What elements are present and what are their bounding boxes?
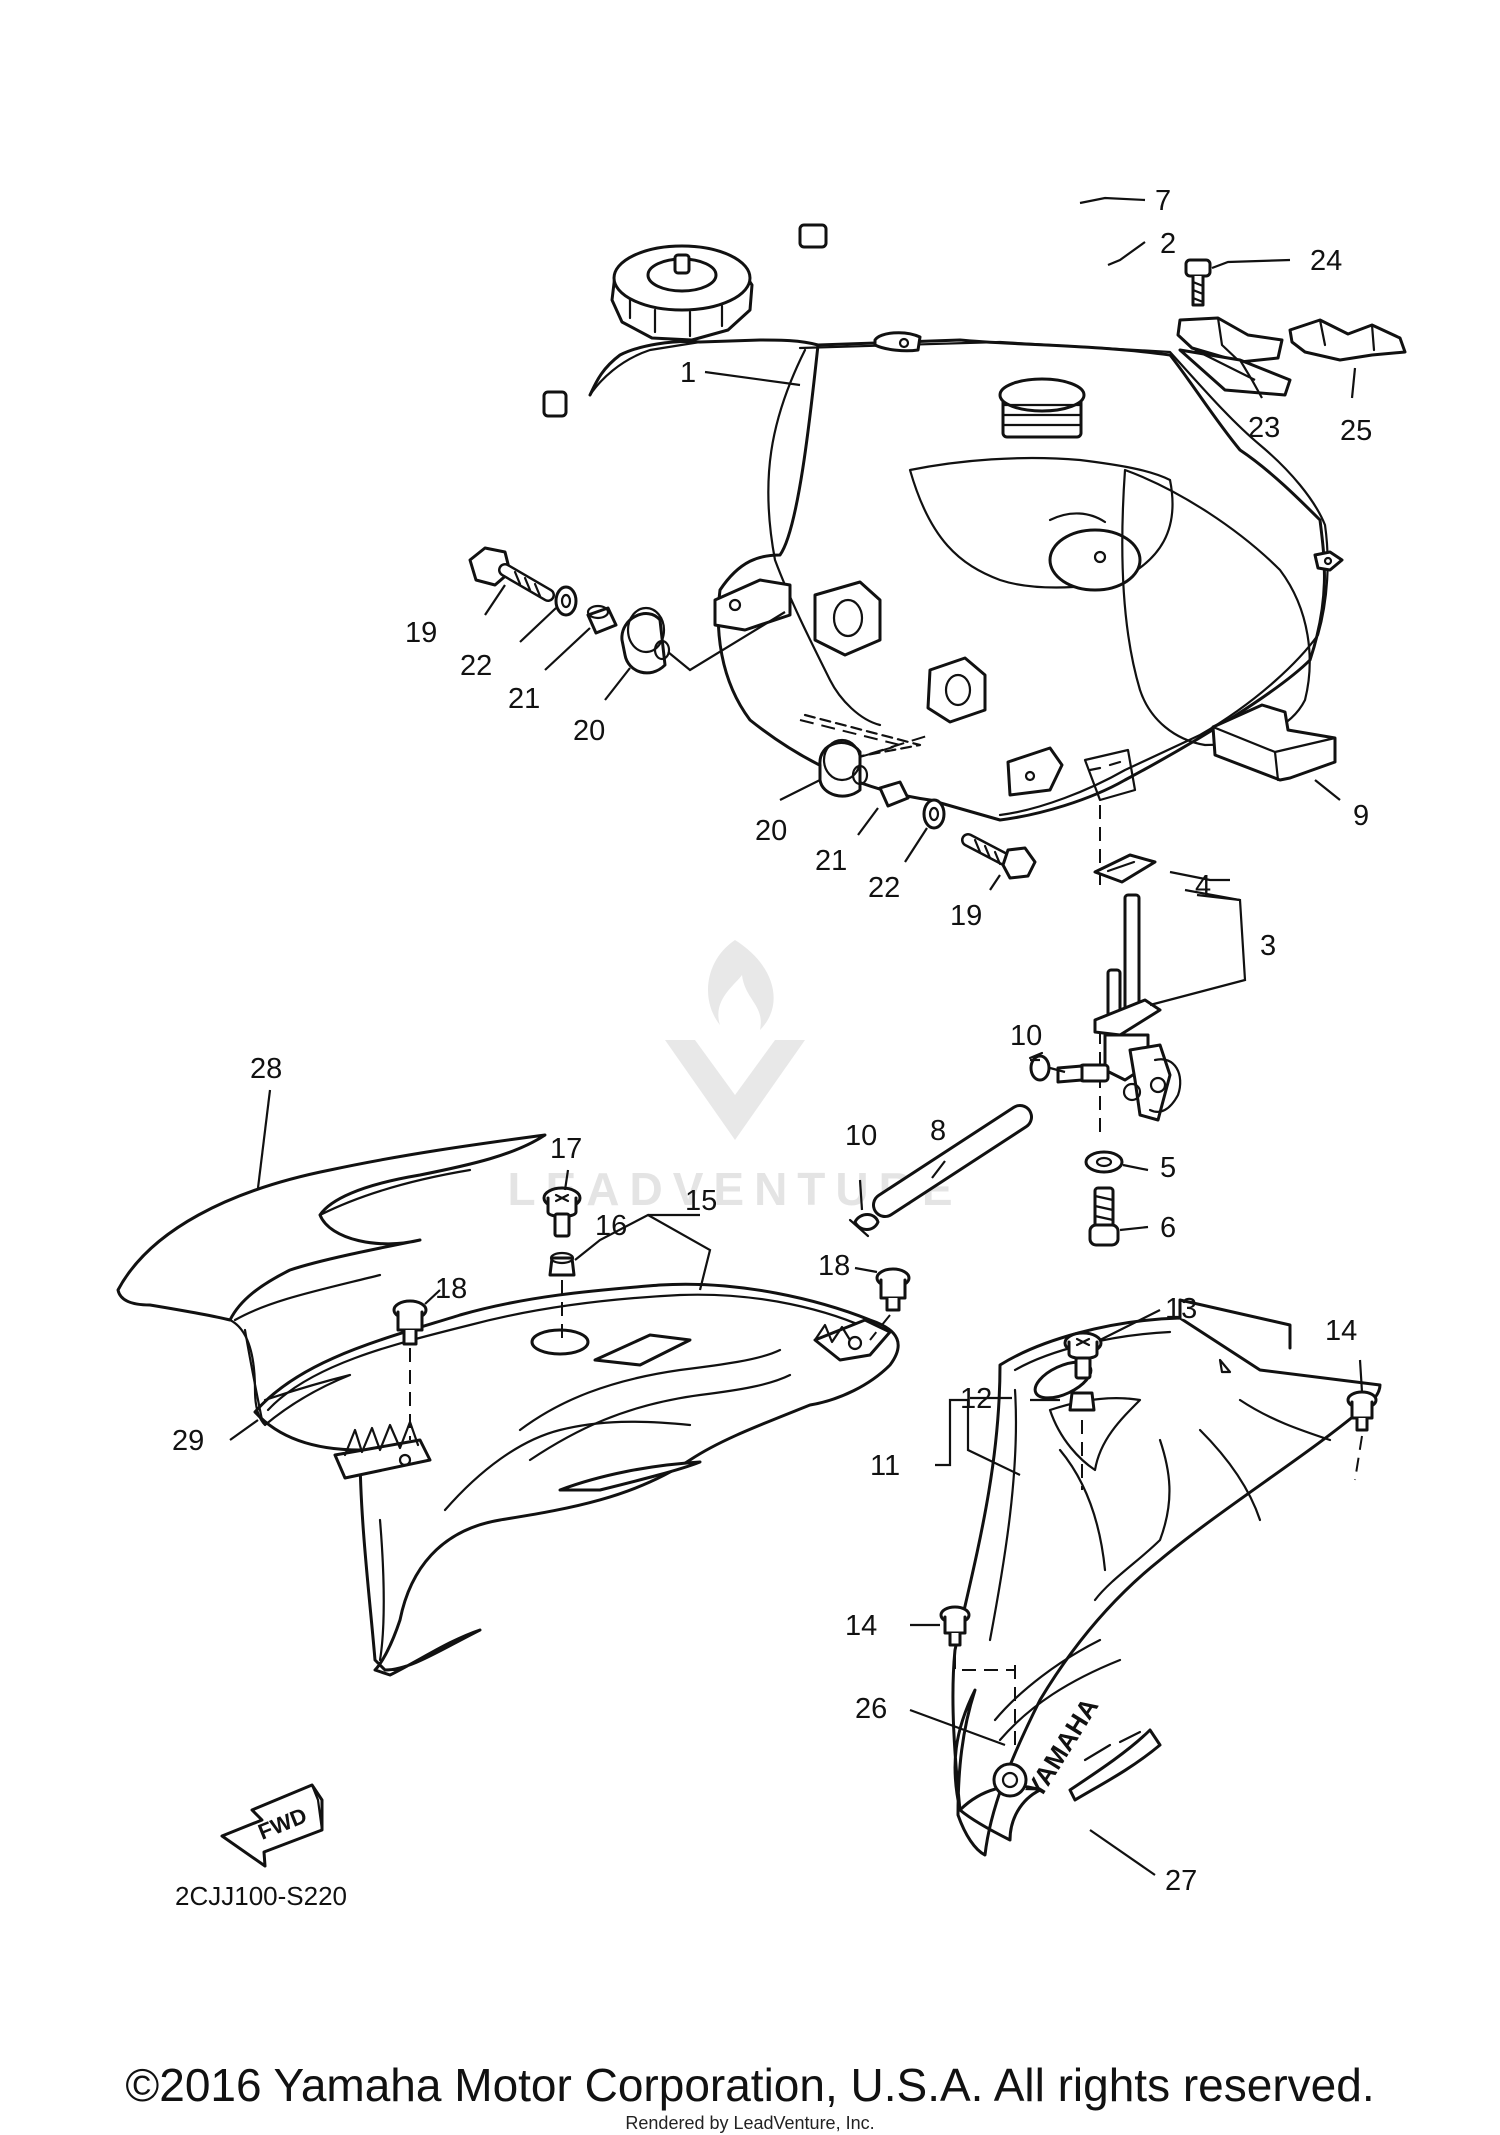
collar-part-16 (548, 1251, 576, 1277)
decal-part-29 (228, 1318, 352, 1427)
callout-18-left: 18 (435, 1273, 467, 1305)
side-cover-part-15 (253, 1282, 900, 1677)
callout-19-upper: 19 (405, 617, 437, 649)
callout-18-right: 18 (818, 1250, 850, 1282)
damper-part-25 (1288, 318, 1407, 362)
callout-9: 9 (1353, 800, 1369, 832)
fuel-cock-part-3 (1056, 893, 1182, 1122)
decal-part-27 (1068, 1728, 1162, 1802)
callout-23: 23 (1248, 412, 1280, 444)
damper-part-20-upper (620, 606, 786, 675)
callout-14-lower: 14 (845, 1610, 877, 1642)
callout-21-lower: 21 (815, 845, 847, 877)
diagram-code: 2CJJ100-S220 (175, 1881, 347, 1911)
collar-part-21-lower (878, 780, 910, 808)
decal-part-28 (116, 1133, 547, 1322)
clip-part-14-upper (1346, 1390, 1378, 1432)
callout-22-lower: 22 (868, 872, 900, 904)
line-14-lower-cover (954, 1655, 1015, 1671)
copyright-notice: ©2016 Yamaha Motor Corporation, U.S.A. A… (125, 2059, 1375, 2111)
rendered-by-credit: Rendered by LeadVenture, Inc. (625, 2113, 875, 2133)
damper-part-23 (1176, 316, 1284, 364)
screw-part-6 (1088, 1186, 1120, 1247)
gasket-part-4 (1093, 853, 1157, 884)
callout-29: 29 (172, 1425, 204, 1457)
collar-part-21-upper (586, 604, 618, 635)
callout-27: 27 (1165, 1865, 1197, 1897)
washer-part-22-lower (922, 798, 946, 830)
callout-16: 16 (595, 1210, 627, 1242)
collar-part-12 (1068, 1391, 1096, 1412)
callout-13: 13 (1165, 1293, 1197, 1325)
clip-part-18-left (392, 1299, 428, 1346)
callout-10-lower: 10 (845, 1120, 877, 1152)
callout-1: 1 (680, 357, 696, 389)
callout-6: 6 (1160, 1212, 1176, 1244)
leadventure-watermark: LEADVENTURE (507, 940, 953, 1215)
callout-19-lower: 19 (950, 900, 982, 932)
callout-3: 3 (1260, 930, 1276, 962)
callout-26: 26 (855, 1693, 887, 1725)
screw-part-13 (1063, 1331, 1103, 1380)
fuel-hose-part-8 (872, 1104, 1033, 1218)
callout-22-upper: 22 (460, 650, 492, 682)
bolt-part-19-lower (961, 833, 1037, 880)
line-14-upper-cover (1354, 1435, 1363, 1481)
clip-part-18-right (875, 1267, 911, 1312)
bolt-part-24 (1184, 258, 1212, 307)
callout-25: 25 (1340, 415, 1372, 447)
clip-part-14-lower (939, 1605, 971, 1647)
fuel-cap-part-2 (610, 244, 754, 342)
breather-hose-part-7 (542, 184, 828, 418)
callout-12: 12 (960, 1383, 992, 1415)
callout-11: 11 (870, 1450, 900, 1482)
callout-8: 8 (930, 1115, 946, 1147)
bracket-part-9 (1211, 703, 1337, 782)
callout-2: 2 (1160, 228, 1176, 260)
callout-10-upper: 10 (1010, 1020, 1042, 1052)
callout-21-upper: 21 (508, 683, 540, 715)
screw-part-17 (542, 1186, 582, 1238)
callout-7: 7 (1155, 185, 1171, 217)
clip-part-10-upper (1028, 1051, 1051, 1082)
callout-20-lower: 20 (755, 815, 787, 847)
callout-5: 5 (1160, 1152, 1176, 1184)
callouts: 1 2 3 4 5 6 7 8 9 10 10 11 12 13 14 14 1… (172, 185, 1372, 1897)
fuel-tank-part-1 (588, 331, 1344, 822)
fwd-arrow: FWD (220, 1783, 324, 1868)
bolt-part-19-upper (468, 546, 555, 602)
callout-4: 4 (1195, 870, 1211, 902)
callout-15: 15 (685, 1185, 717, 1217)
line-18-right-cover (869, 1314, 891, 1341)
callout-14-upper: 14 (1325, 1315, 1357, 1347)
callout-28: 28 (250, 1053, 282, 1085)
washer-part-22-upper (554, 585, 578, 617)
washer-part-5 (1084, 1150, 1124, 1174)
damper-part-20-lower (818, 738, 869, 798)
leader-lines (229, 196, 1364, 1876)
callout-17: 17 (550, 1133, 582, 1165)
callout-20-upper: 20 (573, 715, 605, 747)
clip-part-10-lower (848, 1213, 880, 1238)
callout-24: 24 (1310, 245, 1342, 277)
